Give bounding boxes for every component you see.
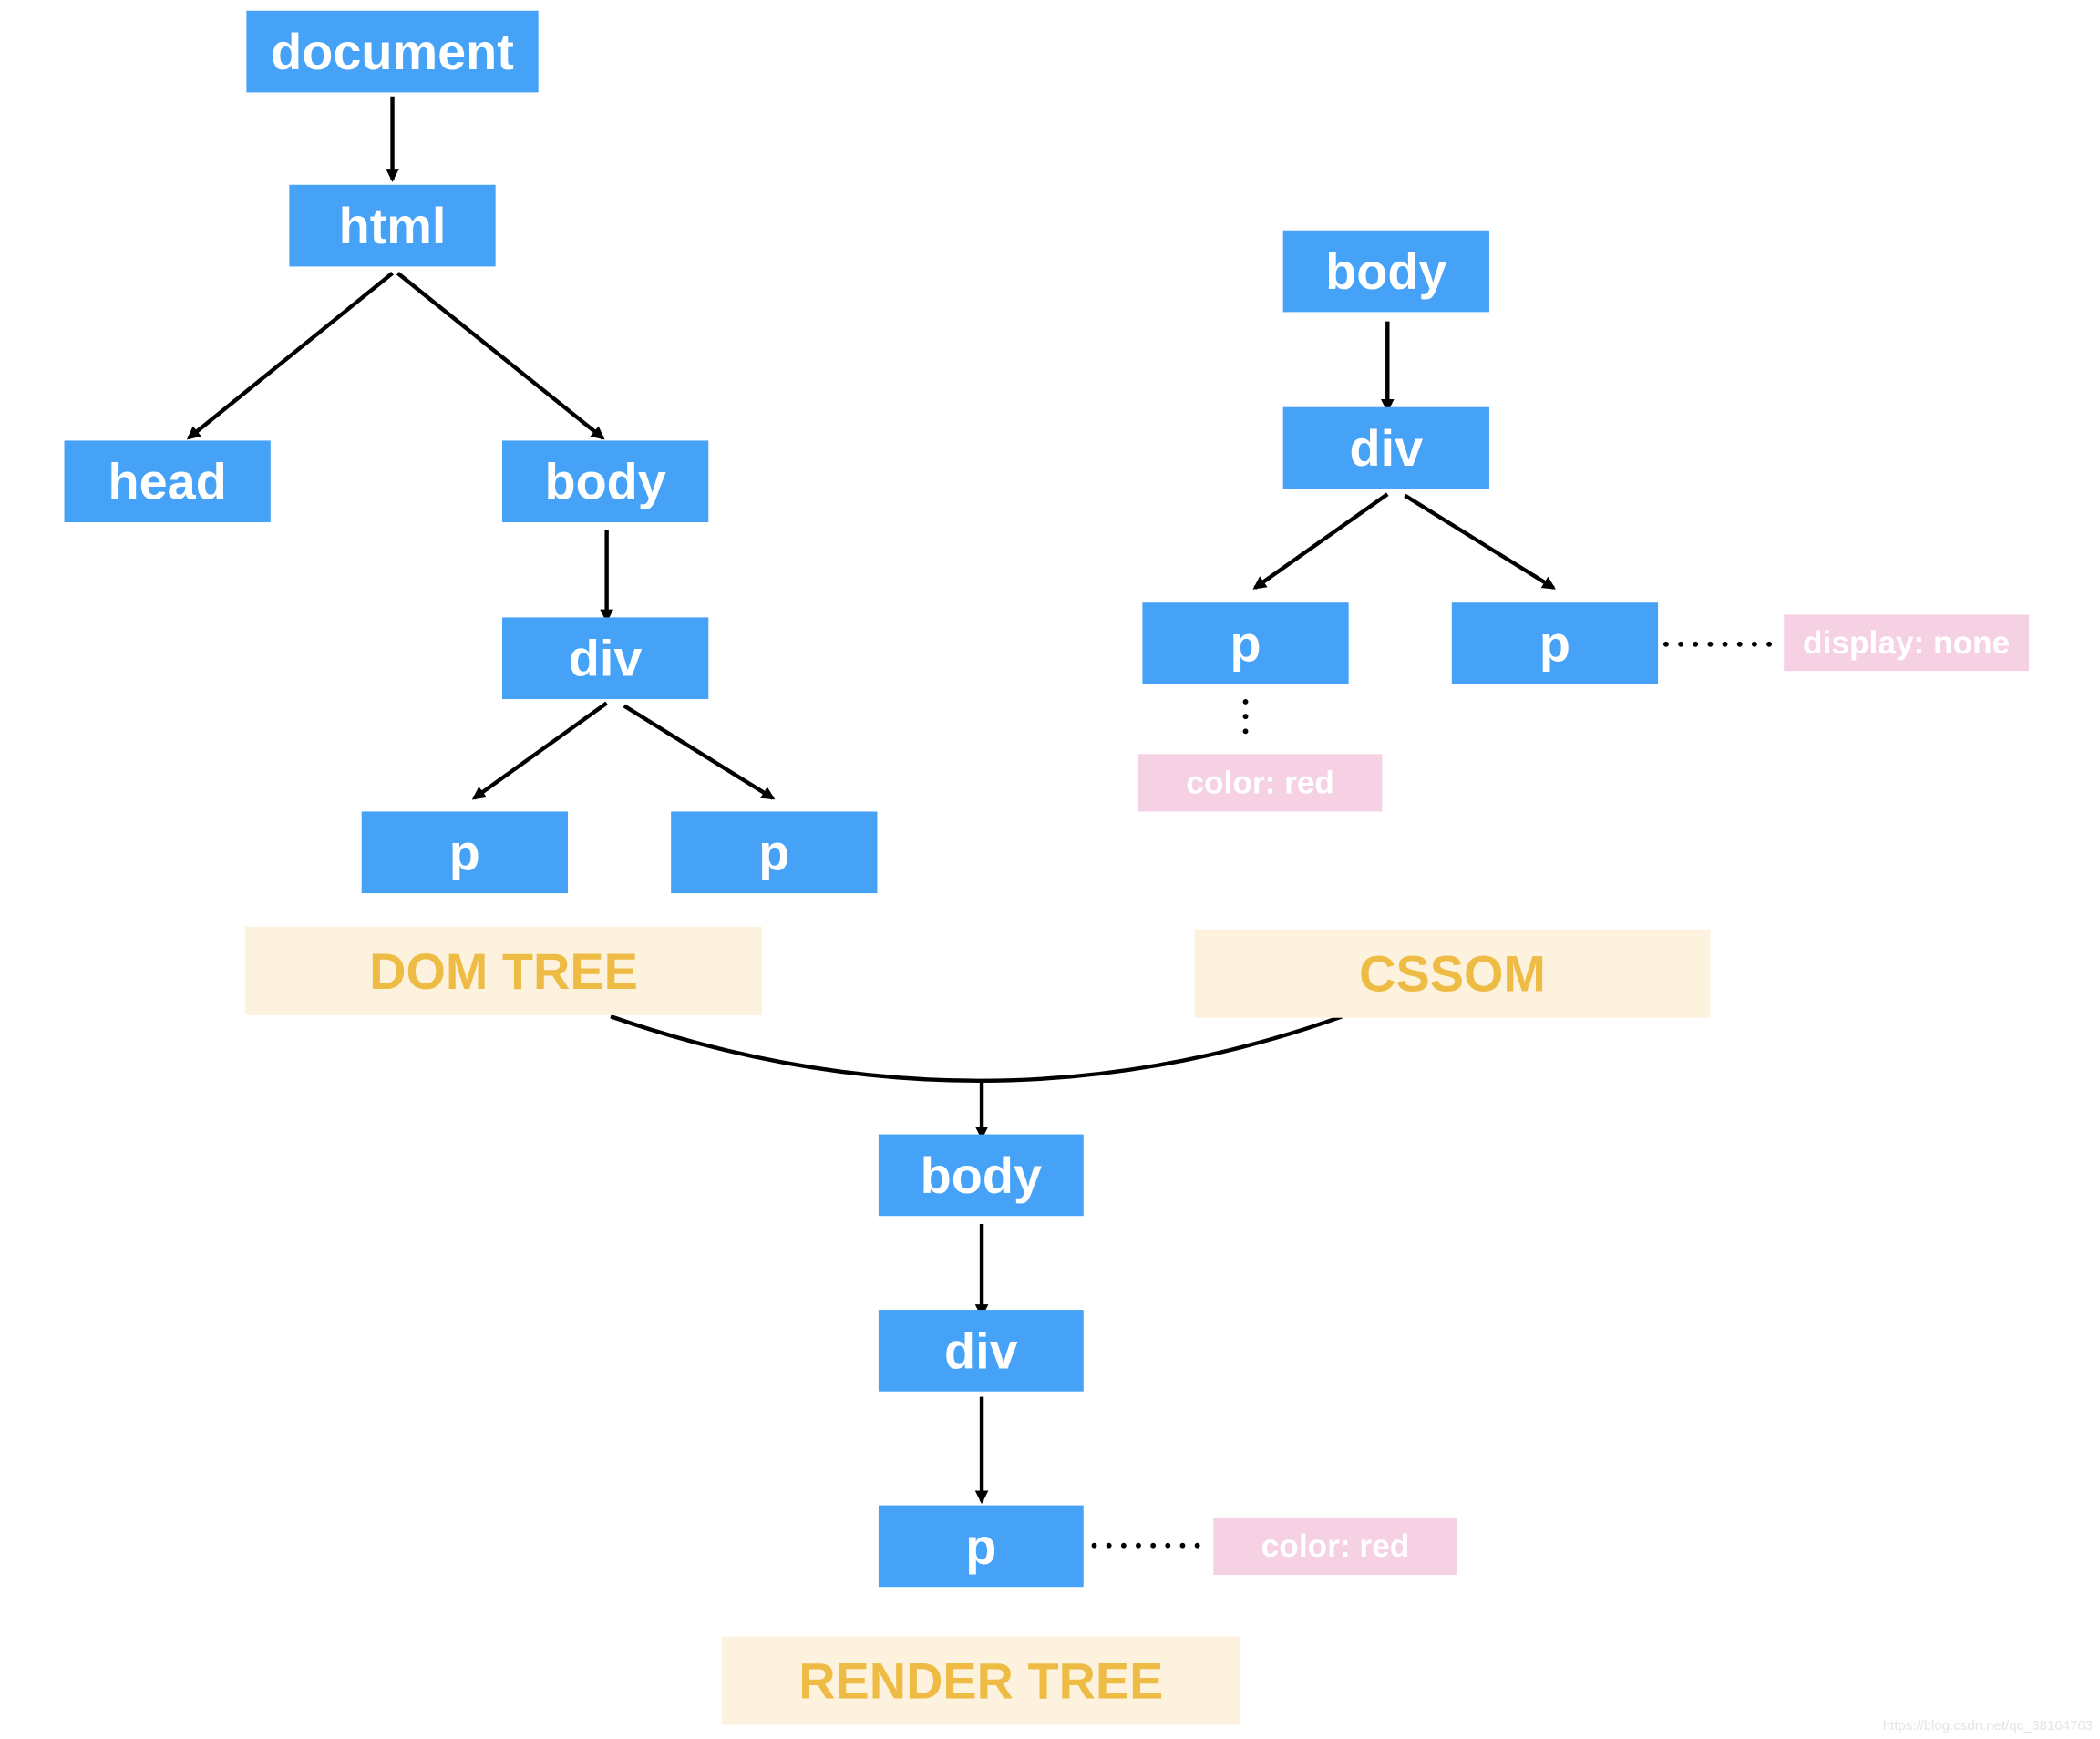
dom-node-html-box — [289, 184, 496, 267]
render-style-color-red-box — [1213, 1517, 1457, 1575]
cssom-node-p-left: p — [1142, 602, 1349, 684]
dom-tree-label-label: DOM TREE — [369, 942, 638, 1000]
dom-node-p-left-label: p — [449, 824, 480, 881]
render-tree-label-label: RENDER TREE — [798, 1652, 1163, 1710]
cssom-node-p-right-label: p — [1539, 615, 1570, 673]
cssom-style-display-none-box — [1784, 614, 2030, 672]
dom-node-document-box — [246, 10, 539, 93]
cssom-style-color-red: color: red — [1138, 754, 1383, 812]
cssom-node-div: div — [1282, 406, 1489, 489]
cssom-node-body-label: body — [1325, 242, 1446, 300]
dom-node-head-box — [64, 440, 271, 523]
dom-node-body: body — [502, 440, 709, 523]
cssom-node-div-label: div — [1349, 419, 1423, 477]
cssom-node-body-box — [1282, 230, 1489, 313]
dom-node-p-left: p — [361, 811, 569, 894]
render-style-color-red: color: red — [1213, 1517, 1457, 1575]
dom-node-head: head — [64, 440, 271, 523]
dom-node-html: html — [289, 184, 496, 267]
cssom-label-box — [1194, 929, 1711, 1018]
arrow-html-head — [186, 272, 394, 440]
dom-node-div: div — [502, 617, 709, 700]
cssom-node-p-right-box — [1451, 602, 1659, 684]
cssom-label: CSSOM — [1194, 929, 1711, 1018]
cssom-style-color-red-box — [1138, 754, 1383, 812]
arrow-div-p-left — [471, 701, 608, 800]
merge-curve — [610, 1014, 1343, 1083]
dom-tree-label-box — [244, 926, 763, 1015]
render-node-p: p — [878, 1505, 1084, 1588]
dom-node-div-box — [502, 617, 709, 700]
arrow-div-p-right — [623, 704, 776, 800]
render-node-div-label: div — [944, 1322, 1018, 1379]
cssom-label-label: CSSOM — [1359, 945, 1546, 1003]
render-style-color-red-label: color: red — [1261, 1528, 1410, 1564]
render-node-body: body — [878, 1134, 1084, 1217]
render-node-p-label: p — [965, 1518, 996, 1575]
render-tree-label: RENDER TREE — [722, 1636, 1240, 1725]
dom-node-p-right-box — [671, 811, 878, 894]
cssom-node-p-left-box — [1142, 602, 1349, 684]
watermark: https://blog.csdn.net/qq_38164763 — [1882, 1718, 2093, 1734]
dom-node-body-box — [502, 440, 709, 523]
dom-node-p-left-box — [361, 811, 569, 894]
cssom-node-p-right: p — [1451, 602, 1659, 684]
dom-node-div-label: div — [569, 630, 643, 687]
dom-node-p-right-label: p — [758, 824, 789, 881]
cssom-style-color-red-label: color: red — [1186, 765, 1334, 800]
dom-node-head-label: head — [108, 453, 227, 510]
render-node-div: div — [878, 1310, 1084, 1392]
render-node-div-box — [878, 1310, 1084, 1392]
render-node-body-box — [878, 1134, 1084, 1217]
arrow-cssom-div-p-right — [1404, 493, 1556, 590]
dom-node-document-label: document — [271, 23, 514, 80]
cssom-style-display-none: display: none — [1784, 614, 2030, 672]
dom-node-document: document — [246, 10, 539, 93]
arrow-cssom-div-p-left — [1252, 492, 1389, 590]
cssom-node-p-left-label: p — [1230, 615, 1261, 673]
cssom-style-display-none-label: display: none — [1803, 625, 2010, 661]
render-node-body-label: body — [921, 1147, 1042, 1204]
cssom-node-div-box — [1282, 406, 1489, 489]
render-tree-label-box — [722, 1636, 1240, 1725]
cssom-node-body: body — [1282, 230, 1489, 313]
dom-node-p-right: p — [671, 811, 878, 894]
render-node-p-box — [878, 1505, 1084, 1588]
dom-node-html-label: html — [339, 197, 447, 254]
arrow-html-body — [396, 272, 605, 440]
dom-tree-label: DOM TREE — [244, 926, 763, 1015]
dom-node-body-label: body — [544, 453, 665, 510]
